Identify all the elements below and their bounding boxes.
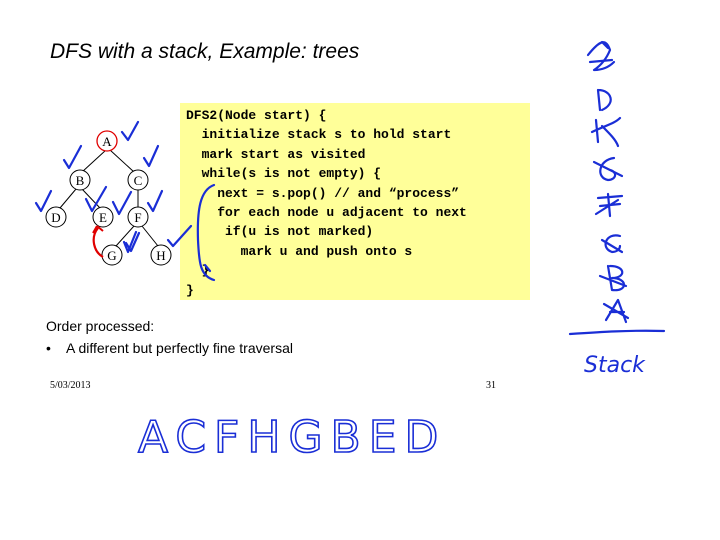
edge-a-c (109, 149, 135, 173)
tree-nodes: A B C D E F G (45, 130, 172, 266)
tree-node-g: G (101, 244, 123, 266)
check-icon (122, 230, 138, 254)
tree-node-e: E (92, 206, 114, 228)
stack-entry-c-icon (600, 234, 624, 254)
bracket-icon (196, 183, 216, 282)
node-label-c: C (134, 173, 143, 188)
red-arrow-icon (92, 227, 104, 258)
tree-node-f: F (127, 206, 149, 228)
tree-node-h: H (150, 244, 172, 266)
code-line: mark start as visited (186, 146, 366, 162)
handwritten-bracket (196, 183, 216, 282)
node-label-d: D (51, 210, 60, 225)
bullet-text: A different but perfectly fine traversal (66, 340, 293, 356)
slide-title: DFS with a stack, Example: trees (50, 40, 360, 63)
edge-a-b (81, 149, 107, 173)
check-icon (34, 189, 53, 213)
check-icon (84, 185, 108, 213)
bullet-item: • A different but perfectly fine traversa… (46, 340, 293, 356)
handwritten-stack (568, 40, 666, 336)
code-line: initialize stack s to hold start (186, 127, 452, 143)
check-icon (166, 224, 193, 248)
traversal-handwritten-text: ACFHGBED (138, 412, 446, 463)
tree-node-a: A (96, 130, 118, 152)
edge-f-h (141, 225, 159, 247)
code-line: for each node u adjacent to next (186, 205, 467, 221)
code-line: mark u and push onto s (186, 243, 413, 259)
order-processed-label: Order processed: (46, 318, 155, 334)
code-line: next = s.pop() // and “process” (186, 185, 460, 201)
footer-page-number: 31 (486, 380, 496, 391)
code-line: } (186, 282, 194, 298)
edge-f-g (115, 225, 135, 247)
stack-entry-e-icon (590, 116, 622, 148)
handwritten-checkmarks (34, 120, 193, 254)
stack-entry-a-icon (586, 41, 616, 72)
check-icon (62, 144, 83, 170)
footer-date: 5/03/2013 (50, 380, 91, 391)
stack-handwritten-label: Stack (584, 353, 646, 378)
node-label-b: B (76, 173, 85, 188)
pseudocode-box: DFS2(Node start) { initialize stack s to… (180, 103, 530, 300)
node-label-f: F (134, 210, 141, 225)
stack-entry-f-icon (594, 192, 624, 218)
check-icon (111, 190, 133, 216)
stack-entry-d-icon (596, 88, 612, 112)
code-line: while(s is not empty) { (186, 166, 382, 182)
stack-base-line-icon (568, 329, 666, 336)
tree-node-b: B (69, 169, 91, 191)
node-label-h: H (156, 248, 165, 263)
bullet-dot: • (46, 340, 51, 356)
edge-b-e (81, 188, 101, 209)
code-line: if(u is not marked) (186, 224, 374, 240)
check-icon (146, 189, 164, 213)
node-label-a: A (102, 134, 112, 149)
stack-entry-b-icon (598, 264, 628, 292)
check-icon (142, 144, 160, 168)
red-arrowhead-icon (92, 225, 104, 234)
tree-node-d: D (45, 206, 67, 228)
bracket-tick-icon (203, 263, 212, 273)
check-icon (120, 120, 140, 142)
code-line: } (186, 263, 210, 279)
tree-node-c: C (127, 169, 149, 191)
stack-entry-g-icon (592, 156, 624, 182)
check-icon (124, 231, 141, 253)
stack-crossout-icon (588, 40, 614, 64)
node-label-g: G (107, 248, 116, 263)
edge-b-d (59, 188, 77, 209)
node-label-e: E (99, 210, 107, 225)
stack-entry-a2-icon (602, 298, 630, 324)
tree-edges (59, 149, 159, 247)
code-line: DFS2(Node start) { (186, 108, 327, 123)
